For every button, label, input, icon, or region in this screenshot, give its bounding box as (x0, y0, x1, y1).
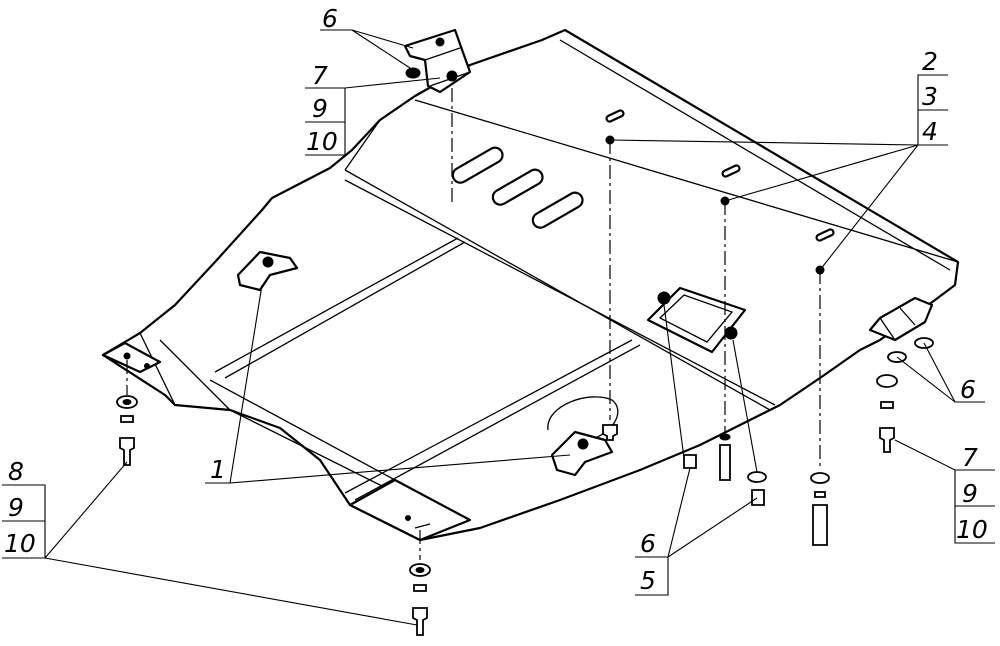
leader-1-b (229, 454, 571, 484)
top-bracket-nut (435, 37, 445, 47)
rear-mount-tab (348, 478, 472, 542)
bolt-axis-c (812, 504, 828, 546)
callout-8: 8 (8, 457, 24, 486)
rear-tab-hole (405, 515, 411, 521)
rear-fold-3 (229, 409, 401, 496)
leader-8-b (44, 557, 418, 626)
rib-1 (224, 241, 466, 379)
right-bracket-face (879, 307, 916, 341)
mount-slot-b (721, 164, 741, 178)
callout-9-left-bottom: 9 (8, 493, 24, 522)
callout-7-left: 7 (312, 61, 328, 90)
left-clip-bracket (236, 250, 299, 292)
mount-slot-c (815, 228, 835, 242)
leader-6-top-b (351, 29, 411, 69)
leader-8-a (44, 461, 128, 559)
rib-2b (344, 339, 633, 494)
leader-5-a (663, 304, 685, 459)
bolt-axis-b (719, 444, 731, 481)
spring-washer-left (120, 415, 134, 423)
leader-3 (724, 144, 919, 202)
callout-6-right: 6 (960, 375, 976, 404)
left-clip-nut (262, 256, 274, 268)
top-washer (405, 67, 421, 79)
rear-fold-2 (209, 379, 396, 481)
spring-washer-right (880, 401, 894, 409)
vent-slot-1 (451, 146, 504, 184)
shelf-6-5 (635, 556, 669, 596)
hatch-bolt-1 (657, 291, 671, 305)
bolt-left (119, 437, 135, 466)
callout-7-right: 7 (962, 443, 978, 472)
bolt-hatch-2 (751, 489, 765, 506)
rear-tab-slot (414, 523, 431, 529)
left-fold-2 (159, 339, 231, 411)
hatch-bolt-2 (724, 326, 738, 340)
front-flange-line-inner (559, 39, 951, 271)
bolt-right (879, 427, 895, 453)
leader-6-bottom-b (667, 497, 758, 558)
spring-washer-rear (413, 584, 427, 592)
vent-slot-2 (491, 168, 544, 206)
washer-rear-hole (415, 567, 425, 573)
callout-10-left-top: 10 (306, 127, 338, 156)
vent-slot-3 (531, 191, 584, 229)
callout-6-top: 6 (322, 4, 338, 33)
callout-10-right: 10 (956, 515, 988, 544)
bolt-hatch-1 (683, 454, 697, 469)
callout-9-right: 9 (962, 479, 978, 508)
washer-axis-b (719, 433, 731, 441)
washer-axis-c (810, 472, 830, 484)
callout-10-left-bottom: 10 (4, 529, 36, 558)
washer-hatch-2 (747, 471, 767, 483)
mount-slot-a (605, 109, 625, 123)
front-flange-line (414, 99, 959, 263)
callout-2: 2 (922, 47, 938, 76)
callout-1: 1 (210, 455, 226, 484)
left-tab-hole-2 (144, 363, 150, 369)
front-panel-edge-inner (344, 179, 776, 406)
nut-axis-a (602, 424, 618, 441)
callout-5: 5 (640, 566, 656, 595)
bolt-rear (412, 607, 428, 636)
front-panel-edge (344, 169, 771, 411)
leader-5-b (732, 339, 758, 473)
rib-1b (214, 237, 459, 373)
rib-2 (354, 344, 641, 501)
left-tab-hole (123, 352, 131, 360)
drain-hatch-inner (658, 294, 734, 343)
rear-clip-nut (577, 438, 589, 450)
washer-left-hole (122, 399, 132, 405)
spring-washer-axis-c (814, 491, 826, 498)
callout-4: 4 (922, 117, 938, 146)
leader-6-right-b (923, 342, 956, 403)
skid-plate (101, 28, 960, 542)
callout-9-left-top: 9 (312, 94, 328, 123)
leader-4 (819, 144, 919, 271)
leader-6-bottom-a (667, 467, 691, 558)
front-crease (344, 119, 381, 171)
callout-3: 3 (922, 82, 938, 111)
washer-right-3 (876, 374, 898, 388)
leader-7-right (894, 439, 995, 471)
callout-6-bottom: 6 (640, 529, 656, 558)
left-fold (139, 332, 176, 406)
leader-2 (609, 139, 919, 146)
rear-clip-bracket (550, 430, 614, 477)
top-bolt-head (446, 70, 458, 82)
